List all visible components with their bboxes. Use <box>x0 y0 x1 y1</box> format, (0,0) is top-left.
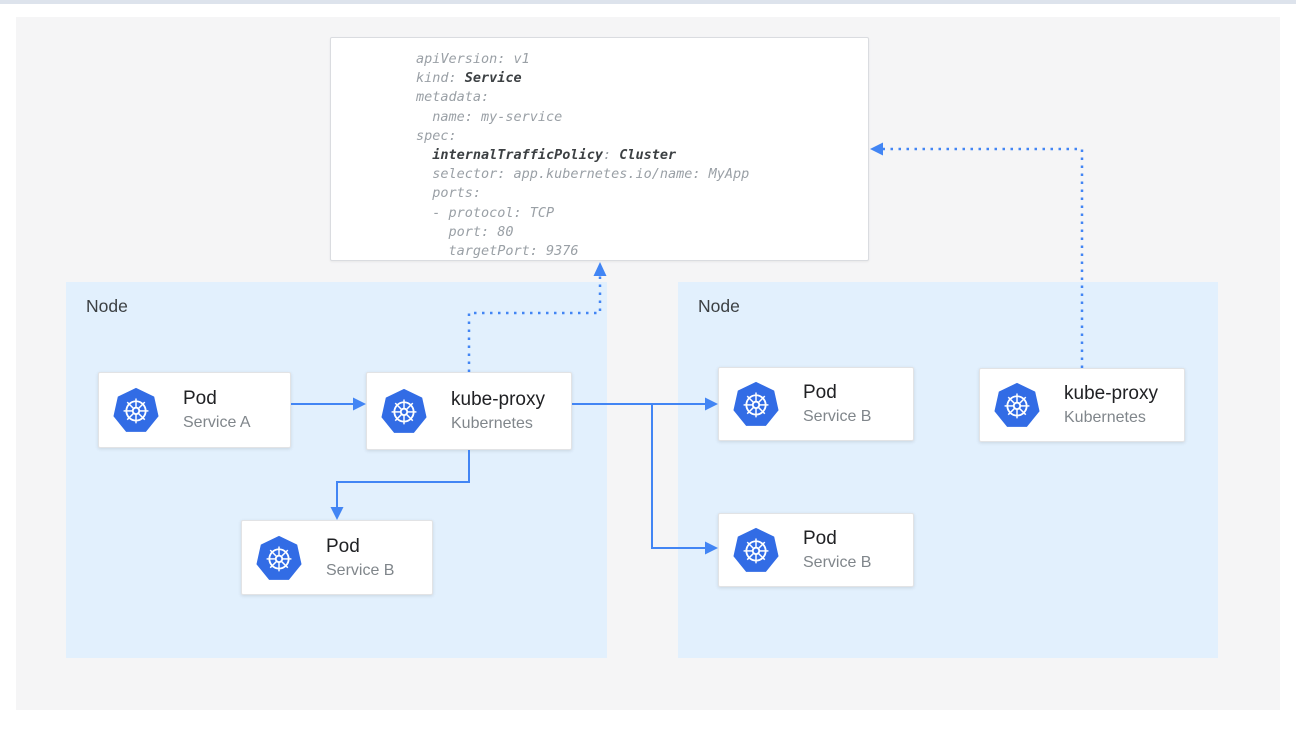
card-kube-proxy-right: kube-proxy Kubernetes <box>979 368 1185 442</box>
kubernetes-icon <box>732 381 780 427</box>
yaml-line: targetPort: 9376 <box>416 243 579 260</box>
node-box-left: Node <box>66 282 607 658</box>
card-subtitle: Service B <box>803 554 872 571</box>
kubernetes-icon <box>993 382 1041 428</box>
card-title: Pod <box>803 528 837 549</box>
card-subtitle: Kubernetes <box>1064 409 1146 426</box>
card-pod-service-b-right-top: Pod Service B <box>718 367 914 441</box>
card-pod-service-a: Pod Service A <box>98 372 291 448</box>
yaml-line: metadata: <box>416 89 490 106</box>
kubernetes-icon <box>255 535 303 581</box>
node-box-right: Node <box>678 282 1218 658</box>
yaml-line: ports: <box>416 185 482 202</box>
yaml-line: selector: app.kubernetes.io/name: MyApp <box>416 166 750 183</box>
yaml-line: name: my-service <box>416 108 563 125</box>
kubernetes-icon <box>732 527 780 573</box>
node-label: Node <box>86 296 128 316</box>
card-subtitle: Service B <box>803 408 872 425</box>
node-label: Node <box>698 296 740 316</box>
card-title: Pod <box>326 535 360 557</box>
card-kube-proxy-left: kube-proxy Kubernetes <box>366 372 572 450</box>
yaml-line: kind: Service <box>416 70 522 87</box>
card-pod-service-b-left: Pod Service B <box>241 520 433 595</box>
card-title: kube-proxy <box>451 389 545 410</box>
kubernetes-icon <box>112 387 160 433</box>
yaml-line: - protocol: TCP <box>416 204 555 221</box>
yaml-line: internalTrafficPolicy: Cluster <box>432 147 677 164</box>
yaml-line: spec: <box>416 127 457 144</box>
card-subtitle: Kubernetes <box>451 415 533 432</box>
card-subtitle: Service A <box>183 414 251 431</box>
card-pod-service-b-right-bottom: Pod Service B <box>718 513 914 587</box>
card-title: Pod <box>183 388 217 409</box>
yaml-manifest-panel: apiVersion: v1 kind: Service metadata: nam… <box>330 37 869 261</box>
yaml-line: port: 80 <box>416 223 514 240</box>
yaml-code: apiVersion: v1 kind: Service metadata: nam… <box>416 50 868 261</box>
kubernetes-icon <box>380 388 428 434</box>
card-title: Pod <box>803 382 837 403</box>
window-top-border <box>0 0 1296 4</box>
card-title: kube-proxy <box>1064 383 1158 404</box>
yaml-line: apiVersion: v1 <box>416 51 530 67</box>
card-subtitle: Service B <box>326 561 395 579</box>
